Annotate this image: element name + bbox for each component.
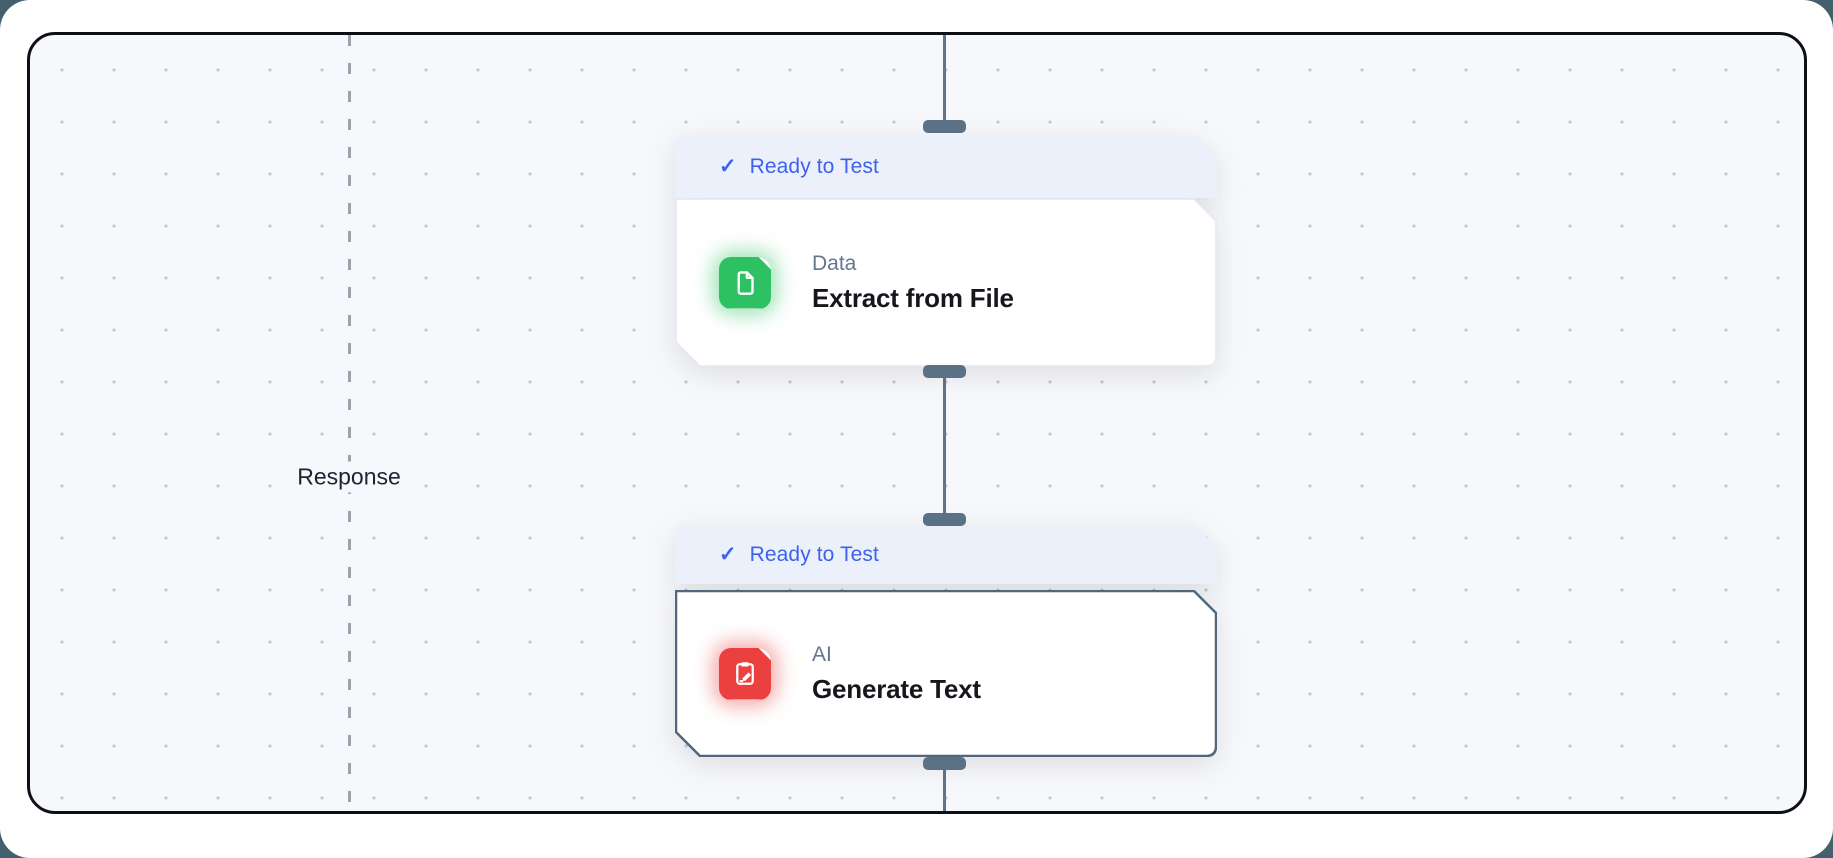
node-title: Generate Text [812,673,981,704]
node-category: Data [812,251,857,275]
status-badge[interactable]: ✓ Ready to Test [675,135,1217,198]
badge-shape [675,135,1217,198]
status-badge-label: Ready to Test [749,154,879,178]
check-icon: ✓ [719,155,737,178]
node1-output-handle[interactable] [923,365,966,378]
response-guide-line [348,35,351,811]
node-body-shape [675,590,1217,757]
response-label: Response [289,461,409,493]
connector-line [943,378,946,513]
node-body-shape [675,198,1217,367]
badge-shape [675,525,1217,584]
node2-input-handle[interactable] [923,513,966,526]
node-body[interactable]: AI Generate Text [675,590,1217,757]
edit-document-icon [719,648,771,700]
workflow-canvas[interactable]: Response ✓ Ready to Test [27,32,1807,814]
connector-line [943,770,946,811]
node-extract-from-file[interactable]: ✓ Ready to Test [675,135,1217,367]
file-icon [719,257,771,309]
node-category: AI [812,642,832,666]
node-title: Extract from File [812,282,1014,313]
status-badge[interactable]: ✓ Ready to Test [675,525,1217,584]
node2-output-handle[interactable] [923,757,966,770]
node-generate-text[interactable]: ✓ Ready to Test [675,525,1217,757]
connector-line [943,35,946,120]
node1-input-handle[interactable] [923,120,966,133]
node-body[interactable]: Data Extract from File [675,198,1217,367]
check-icon: ✓ [719,543,737,566]
status-badge-label: Ready to Test [749,542,879,566]
